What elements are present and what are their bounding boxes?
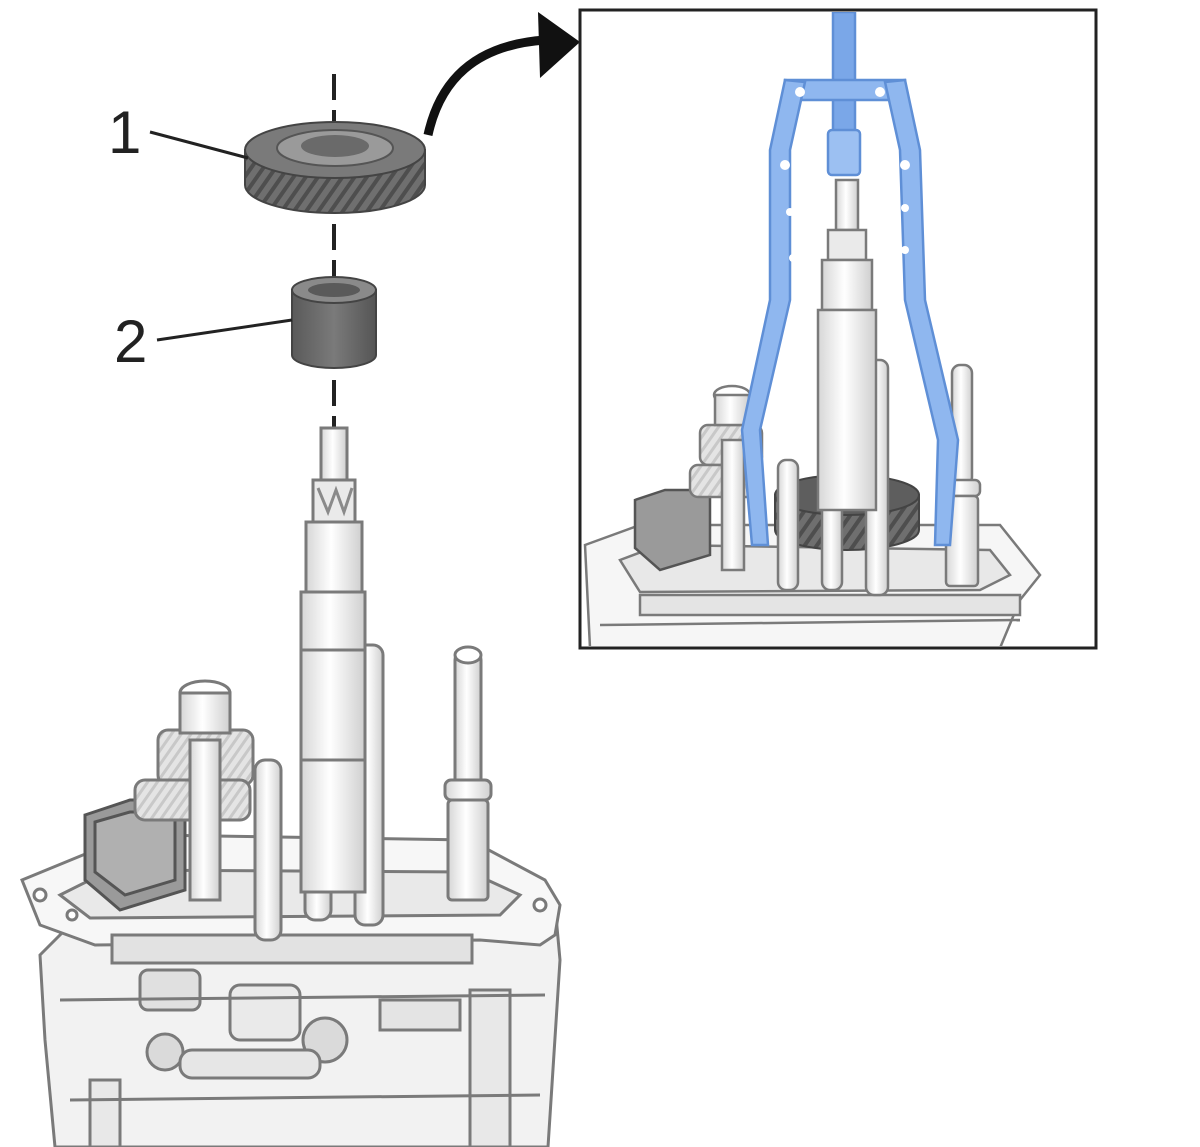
leader-line-2 [156,318,293,342]
leader-line-1 [149,130,249,160]
main-shaft [299,426,367,894]
inset-shift-block [633,488,712,572]
callout-label-2: 2 [114,308,147,375]
part-sleeve [291,276,377,369]
inset-main-shaft [816,178,878,512]
transmission-assembly [20,74,562,1147]
two-jaw-puller-icon [740,12,960,547]
leader-lines [149,130,293,342]
detail-inset [578,8,1098,650]
shift-block [83,798,187,912]
gear-cluster-left [133,679,255,902]
curved-arrow-icon [423,12,580,136]
callout-label-1: 1 [108,99,141,166]
part-gear [244,121,426,214]
